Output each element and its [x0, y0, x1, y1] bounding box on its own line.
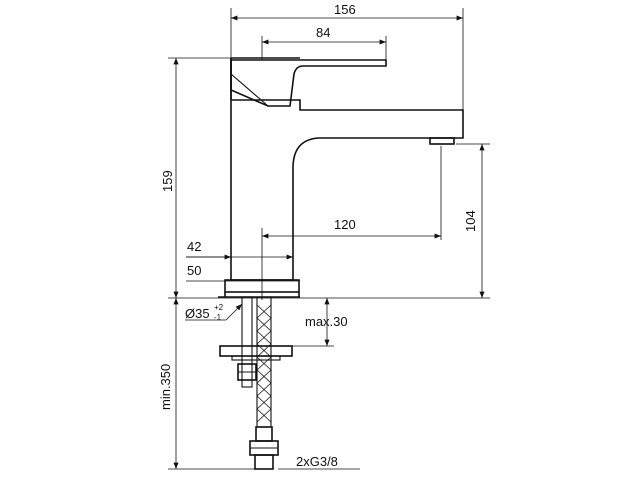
dim-text-lever-length: 84 — [316, 25, 330, 40]
faucet-base — [218, 279, 300, 298]
dim-text-spout-height: 104 — [463, 210, 478, 232]
dim-lever-length: 84 — [261, 25, 387, 60]
dim-text-hole-diameter: Ø35 — [185, 306, 210, 321]
dim-connection: 2xG3/8 — [278, 454, 360, 470]
dim-text-hole-tol-minus: -1 — [214, 313, 222, 322]
dim-max-thickness: max.30 — [292, 298, 348, 347]
dim-text-overall-height: 159 — [160, 170, 175, 192]
dim-hole-diameter: Ø35 +2 -1 — [185, 303, 243, 322]
dim-text-base-42: 42 — [187, 239, 201, 254]
mounting-assembly — [219, 296, 293, 470]
dim-text-hole-tol-plus: +2 — [214, 303, 224, 312]
dim-hose-length: min.350 — [158, 298, 256, 470]
dim-text-overall-width: 156 — [334, 2, 356, 17]
lever-handle — [230, 59, 387, 107]
dim-spout-reach: 120 — [261, 146, 442, 300]
dim-text-spout-reach: 120 — [334, 217, 356, 232]
dim-base-42: 42 — [186, 239, 294, 262]
dim-overall-width: 156 — [230, 2, 464, 110]
dim-overall-height: 159 — [160, 57, 231, 298]
dim-text-hose-length: min.350 — [158, 364, 173, 410]
dim-base-50: 50 — [186, 263, 300, 282]
dim-text-base-50: 50 — [187, 263, 201, 278]
dim-text-connection: 2xG3/8 — [296, 454, 338, 469]
dim-text-max-thickness: max.30 — [305, 314, 348, 329]
faucet-body — [230, 57, 464, 281]
dim-spout-height: 104 — [456, 143, 490, 298]
